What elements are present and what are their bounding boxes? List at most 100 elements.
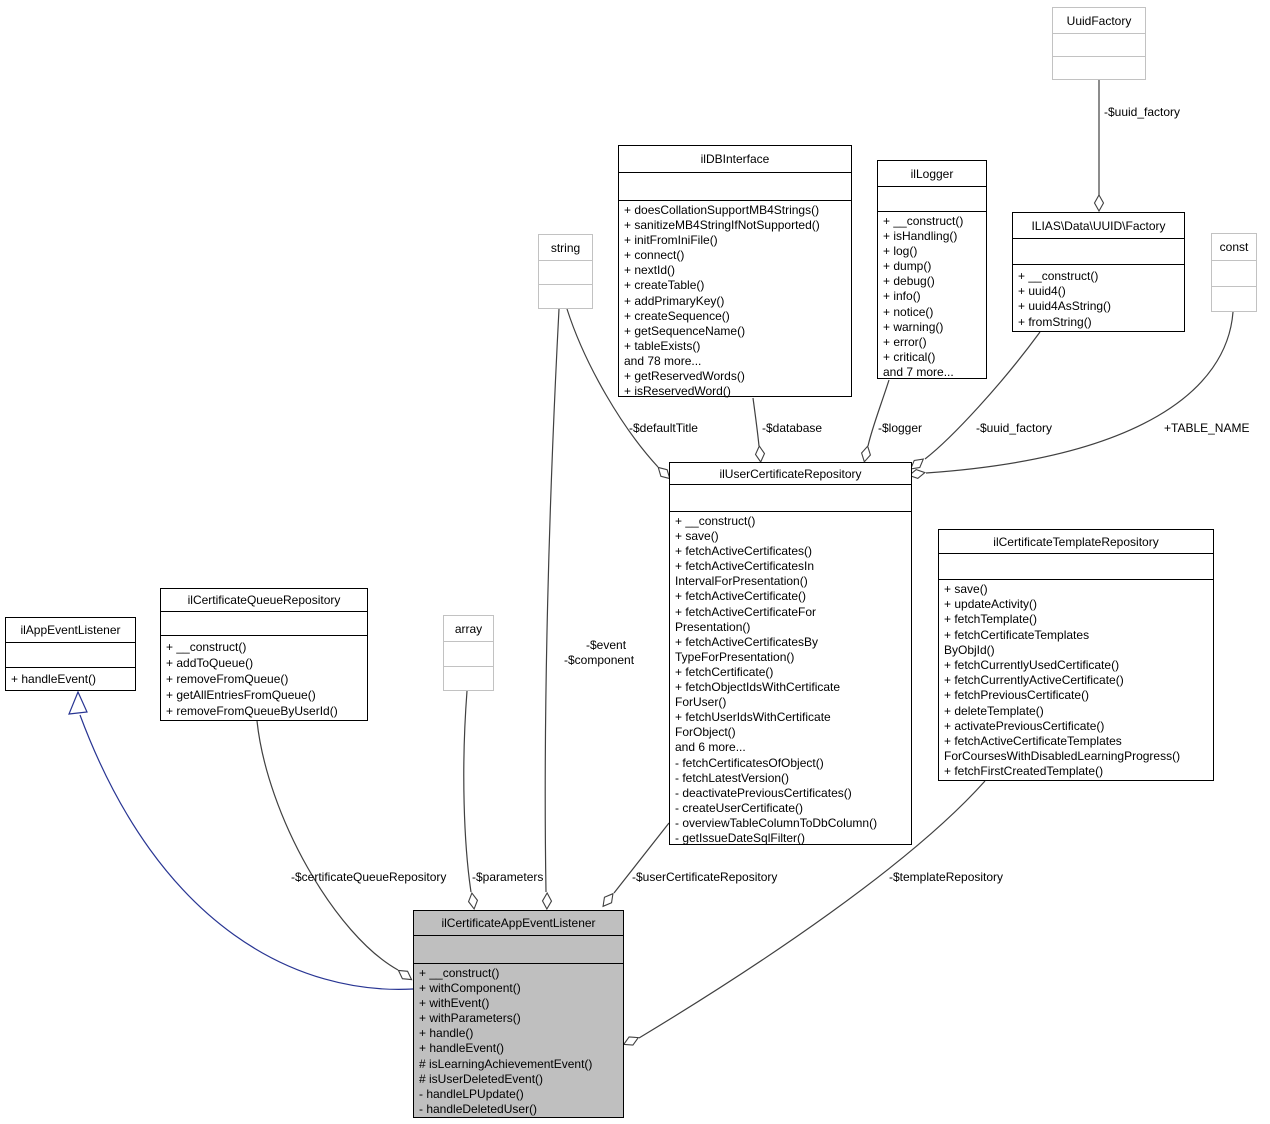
method-line: + __construct() [1018, 269, 1099, 283]
method-line: - fetchLatestVersion() [675, 770, 790, 785]
class-box-ilias-data-uuid-factory[interactable]: ILIAS\Data\UUID\Factory + __construct()+… [1012, 212, 1185, 332]
attributes-compartment [444, 642, 493, 667]
method-line: + fromString() [1018, 314, 1092, 329]
methods-compartment [444, 667, 493, 690]
methods-compartment: + doesCollationSupportMB4Strings()+ sani… [619, 201, 851, 399]
methods-compartment [1212, 287, 1256, 311]
attributes-compartment [619, 173, 851, 201]
method-line: IntervalForPresentation() [675, 574, 808, 589]
method-line: + nextId() [624, 263, 676, 278]
method-line: Presentation() [675, 619, 751, 634]
method-line: + uuid4() [1018, 284, 1066, 299]
method-line: and 78 more... [624, 353, 702, 368]
method-line: ForObject() [675, 725, 736, 740]
edge-label-event: -$event [586, 638, 627, 652]
method-line: + handleEvent() [419, 1041, 505, 1056]
edge-label-uuid-factory: -$uuid_factory [976, 421, 1053, 435]
edge-table-name [925, 311, 1234, 474]
attributes-compartment [161, 612, 367, 636]
method-line: + __construct() [419, 966, 500, 980]
inheritance-arrowhead [68, 690, 88, 715]
method-line: + addPrimaryKey() [624, 293, 725, 308]
class-box-ilcertificatetemplaterepository[interactable]: ilCertificateTemplateRepository + save()… [938, 529, 1214, 781]
method-line: + error() [883, 334, 927, 349]
class-box-array[interactable]: array [443, 615, 494, 691]
attributes-compartment [1053, 34, 1145, 57]
method-line: + connect() [624, 248, 685, 263]
method-line: + debug() [883, 274, 935, 289]
class-title: ilCertificateQueueRepository [161, 589, 367, 612]
class-box-ilcertificateappeventlistener[interactable]: ilCertificateAppEventListener + __constr… [413, 910, 624, 1118]
class-box-ilusercertificaterepository[interactable]: ilUserCertificateRepository + __construc… [669, 462, 912, 845]
method-line: + fetchActiveCertificatesIn [675, 559, 815, 574]
method-line: and 7 more... [883, 364, 954, 379]
class-title: string [539, 235, 592, 261]
method-line: + fetchFirstCreatedTemplate() [944, 764, 1104, 779]
attributes-compartment [1212, 261, 1256, 287]
method-line: + tableExists() [624, 338, 701, 353]
edge-parameters [463, 690, 472, 893]
method-line: + withParameters() [419, 1011, 521, 1026]
method-line: + save() [944, 582, 988, 596]
aggregation-diamond [754, 444, 766, 464]
method-line: + warning() [883, 319, 944, 334]
class-title: array [444, 616, 493, 642]
method-line: + fetchCurrentlyActiveCertificate() [944, 673, 1124, 688]
edge-label-component: -$component [564, 653, 635, 667]
method-line: # isLearningAchievementEvent() [419, 1056, 593, 1071]
method-line: - getIssueDateSqlFilter() [675, 830, 806, 845]
method-line: # isUserDeletedEvent() [419, 1071, 544, 1086]
aggregation-diamond [860, 445, 872, 463]
edge-user-certificate-repository [613, 822, 670, 894]
method-line: ByObjId() [944, 642, 995, 657]
method-line: + fetchCertificateTemplates [944, 627, 1090, 642]
methods-compartment: + __construct()+ uuid4()+ uuid4AsString(… [1013, 265, 1184, 330]
method-line: + activatePreviousCertificate() [944, 718, 1105, 733]
attributes-compartment [878, 187, 986, 212]
method-line: + removeFromQueue() [166, 672, 289, 686]
edge-logger [867, 379, 890, 447]
method-line: + dump() [883, 259, 932, 274]
aggregation-diamond [1093, 193, 1105, 213]
attributes-compartment [539, 261, 592, 285]
attributes-compartment [1013, 239, 1184, 265]
edge-database [752, 397, 760, 447]
class-box-ildbinterface[interactable]: ilDBInterface + doesCollationSupportMB4S… [618, 145, 852, 399]
method-line: + removeFromQueueByUserId() [166, 704, 338, 718]
class-box-ilappeventlistener[interactable]: ilAppEventListener + handleEvent() [5, 617, 136, 691]
edge-label-table-name: +TABLE_NAME [1164, 421, 1250, 435]
method-line: + withComponent() [419, 981, 521, 996]
method-line: + initFromIniFile() [624, 233, 718, 248]
method-line: - fetchCertificatesOfObject() [675, 755, 824, 770]
class-box-string[interactable]: string [538, 234, 593, 309]
methods-compartment: + save()+ updateActivity()+ fetchTemplat… [939, 580, 1213, 780]
method-line: + log() [883, 244, 918, 259]
method-line: ForCoursesWithDisabledLearningProgress() [944, 749, 1181, 764]
class-title: const [1212, 234, 1256, 261]
edge-event-component [544, 308, 560, 893]
method-line: + handleEvent() [11, 672, 97, 686]
edge-label-parameters: -$parameters [472, 870, 544, 884]
class-box-uuidfactory[interactable]: UuidFactory [1052, 7, 1146, 80]
method-line: + __construct() [675, 514, 756, 528]
class-title: ilAppEventListener [6, 618, 135, 643]
class-box-const[interactable]: const [1211, 233, 1257, 312]
method-line: + createTable() [624, 278, 705, 293]
methods-compartment: + __construct()+ save()+ fetchActiveCert… [670, 512, 911, 846]
class-box-illogger[interactable]: ilLogger + __construct()+ isHandling()+ … [877, 160, 987, 379]
class-box-ilcertificatequeuerepository[interactable]: ilCertificateQueueRepository + __constru… [160, 588, 368, 721]
edge-certificate-queue-repository [256, 720, 399, 971]
method-line: + critical() [883, 349, 936, 364]
method-line: + withEvent() [419, 996, 490, 1011]
methods-compartment: + __construct()+ isHandling()+ log()+ du… [878, 212, 986, 380]
aggregation-diamond [467, 891, 479, 911]
methods-compartment [1053, 57, 1145, 79]
edge-label-user-certificate-repository: -$userCertificateRepository [632, 870, 778, 884]
method-line: + fetchTemplate() [944, 612, 1038, 627]
method-line: + doesCollationSupportMB4Strings() [624, 203, 820, 217]
edge-label-default-title: -$defaultTitle [629, 421, 698, 435]
attributes-compartment [939, 554, 1213, 580]
method-line: + sanitizeMB4StringIfNotSupported() [624, 218, 820, 233]
